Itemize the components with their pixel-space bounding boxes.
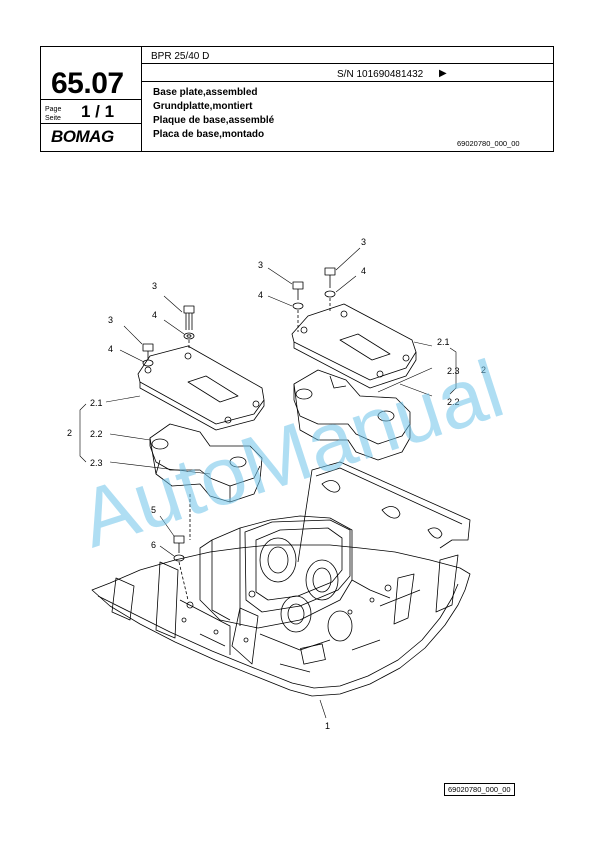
document-reference: 69020780_000_00 — [457, 139, 520, 148]
page-number: 1 / 1 — [81, 102, 115, 121]
bottom-bolt-washer-drawing — [173, 494, 191, 601]
header-block: BPR 25/40 D S/N 101690481432 ▶ 65.07 Pag… — [40, 46, 554, 152]
header-divider — [141, 47, 142, 151]
callout-2-2: 2.2 — [90, 429, 103, 439]
leader-lines — [79, 247, 457, 719]
left-bolt-washer-drawing — [142, 305, 195, 367]
callout-4: 4 — [361, 266, 366, 276]
serial-arrow-icon[interactable]: ▶ — [439, 68, 447, 79]
callout-labels: 1 2 2 2.1 2.1 2.2 2.2 2.3 2.3 3 3 3 3 4 … — [67, 237, 486, 731]
callout-3: 3 — [361, 237, 366, 247]
callout-4: 4 — [152, 310, 157, 320]
chapter-number: 65.07 — [51, 67, 124, 100]
callout-2: 2 — [67, 428, 72, 438]
right-top-plate-drawing — [291, 303, 417, 389]
left-mount-block-drawing — [149, 423, 263, 503]
header-rule — [141, 63, 553, 64]
page-label: Page Seite — [45, 106, 62, 122]
callout-4: 4 — [258, 290, 263, 300]
callout-5: 5 — [151, 505, 156, 515]
right-bolt-washer-drawing — [292, 267, 336, 332]
header-rule — [41, 99, 141, 100]
machine-model: BPR 25/40 D — [151, 51, 210, 62]
callout-3: 3 — [108, 315, 113, 325]
watermark-text: AutoManual — [69, 343, 513, 565]
header-rule — [141, 81, 553, 82]
callout-2-1: 2.1 — [90, 398, 103, 408]
title-en: Base plate,assembled — [153, 87, 258, 98]
serial-number: S/N 101690481432 — [337, 69, 424, 80]
callout-2-3: 2.3 — [90, 458, 103, 468]
callout-2-1: 2.1 — [437, 337, 450, 347]
title-es: Placa de base,montado — [153, 129, 265, 140]
callout-1: 1 — [325, 721, 330, 731]
header-rule — [41, 123, 141, 124]
callout-2-3: 2.3 — [447, 366, 460, 376]
callout-6: 6 — [151, 540, 156, 550]
left-top-plate-drawing — [137, 345, 265, 431]
title-fr: Plaque de base,assemblé — [153, 115, 275, 126]
callout-2: 2 — [481, 365, 486, 375]
callout-3: 3 — [258, 260, 263, 270]
callout-4: 4 — [108, 344, 113, 354]
base-plate-drawing — [91, 461, 471, 697]
title-de: Grundplatte,montiert — [153, 101, 253, 112]
callout-3: 3 — [152, 281, 157, 291]
callout-2-2: 2.2 — [447, 397, 460, 407]
right-mount-block-drawing — [293, 369, 411, 461]
figure-reference: 69020780_000_00 — [444, 783, 515, 796]
brand-logo: BOMAG — [51, 127, 114, 146]
